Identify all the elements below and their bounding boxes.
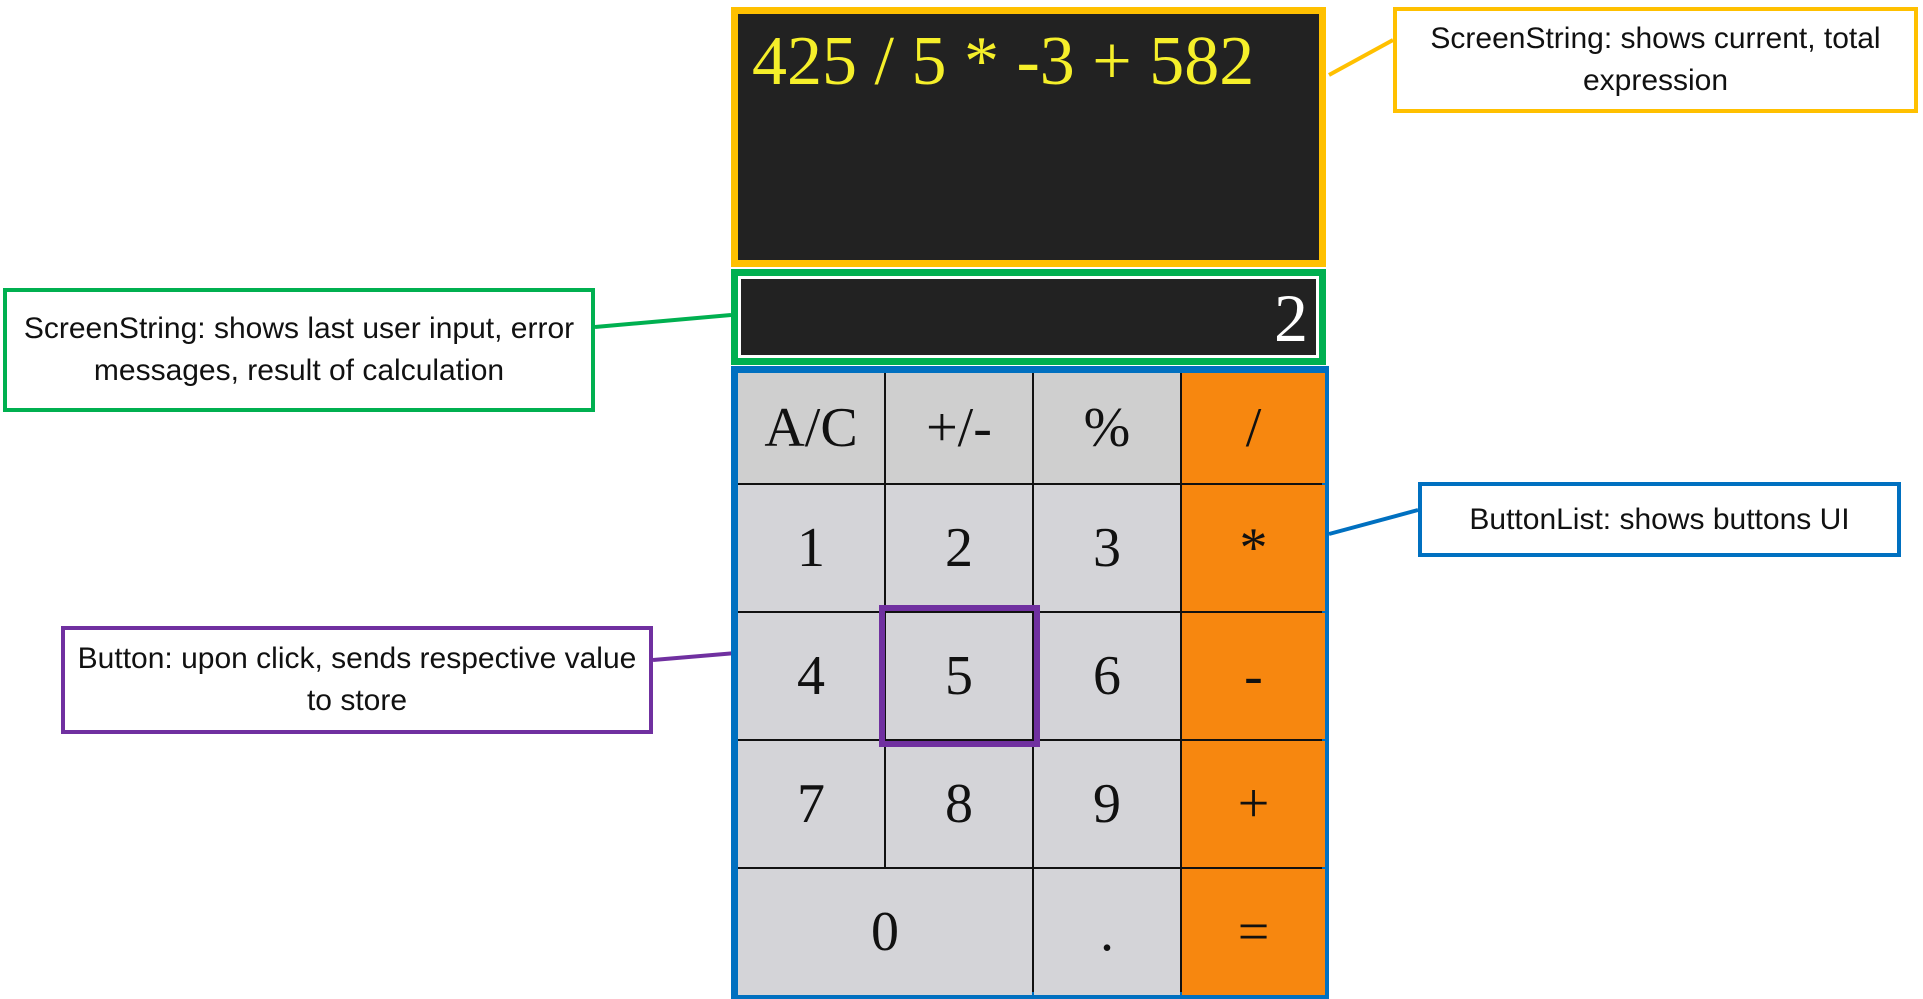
equals-button[interactable]: =: [1182, 869, 1325, 995]
percent-button[interactable]: %: [1034, 373, 1180, 483]
expression-text: 425 / 5 * -3 + 582: [752, 23, 1255, 100]
plus-button[interactable]: +: [1182, 741, 1325, 867]
digit-3-button[interactable]: 3: [1034, 485, 1180, 611]
decimal-button[interactable]: .: [1034, 869, 1180, 995]
annotation-button-list: ButtonList: shows buttons UI: [1418, 482, 1901, 557]
digit-0-button[interactable]: 0: [738, 869, 1032, 995]
digit-9-button[interactable]: 9: [1034, 741, 1180, 867]
connector-expression: [1328, 38, 1394, 77]
digit-1-button[interactable]: 1: [738, 485, 884, 611]
sign-toggle-button[interactable]: +/-: [886, 373, 1032, 483]
minus-button[interactable]: -: [1182, 613, 1325, 739]
multiply-button[interactable]: *: [1182, 485, 1325, 611]
digit-4-button[interactable]: 4: [738, 613, 884, 739]
digit-8-button[interactable]: 8: [886, 741, 1032, 867]
annotation-expression-screen: ScreenString: shows current, total expre…: [1393, 7, 1918, 113]
expression-screen: 425 / 5 * -3 + 582: [731, 7, 1326, 267]
input-text: 2: [1274, 280, 1308, 356]
connector-button-list: [1328, 508, 1419, 536]
button-list: A/C +/- % / 1 2 3 * 4 5 6 - 7 8 9 + 0 . …: [731, 366, 1329, 999]
input-screen-display: 2: [741, 279, 1316, 356]
digit-6-button[interactable]: 6: [1034, 613, 1180, 739]
divide-button[interactable]: /: [1182, 373, 1325, 483]
button-grid: A/C +/- % / 1 2 3 * 4 5 6 - 7 8 9 + 0 . …: [738, 373, 1325, 995]
digit-2-button[interactable]: 2: [886, 485, 1032, 611]
input-screen: 2: [731, 269, 1326, 365]
annotation-button: Button: upon click, sends respective val…: [61, 626, 653, 734]
ac-button[interactable]: A/C: [738, 373, 884, 483]
annotation-input-screen: ScreenString: shows last user input, err…: [3, 288, 595, 412]
connector-input: [594, 313, 732, 329]
digit-7-button[interactable]: 7: [738, 741, 884, 867]
digit-5-button[interactable]: 5: [886, 613, 1032, 739]
